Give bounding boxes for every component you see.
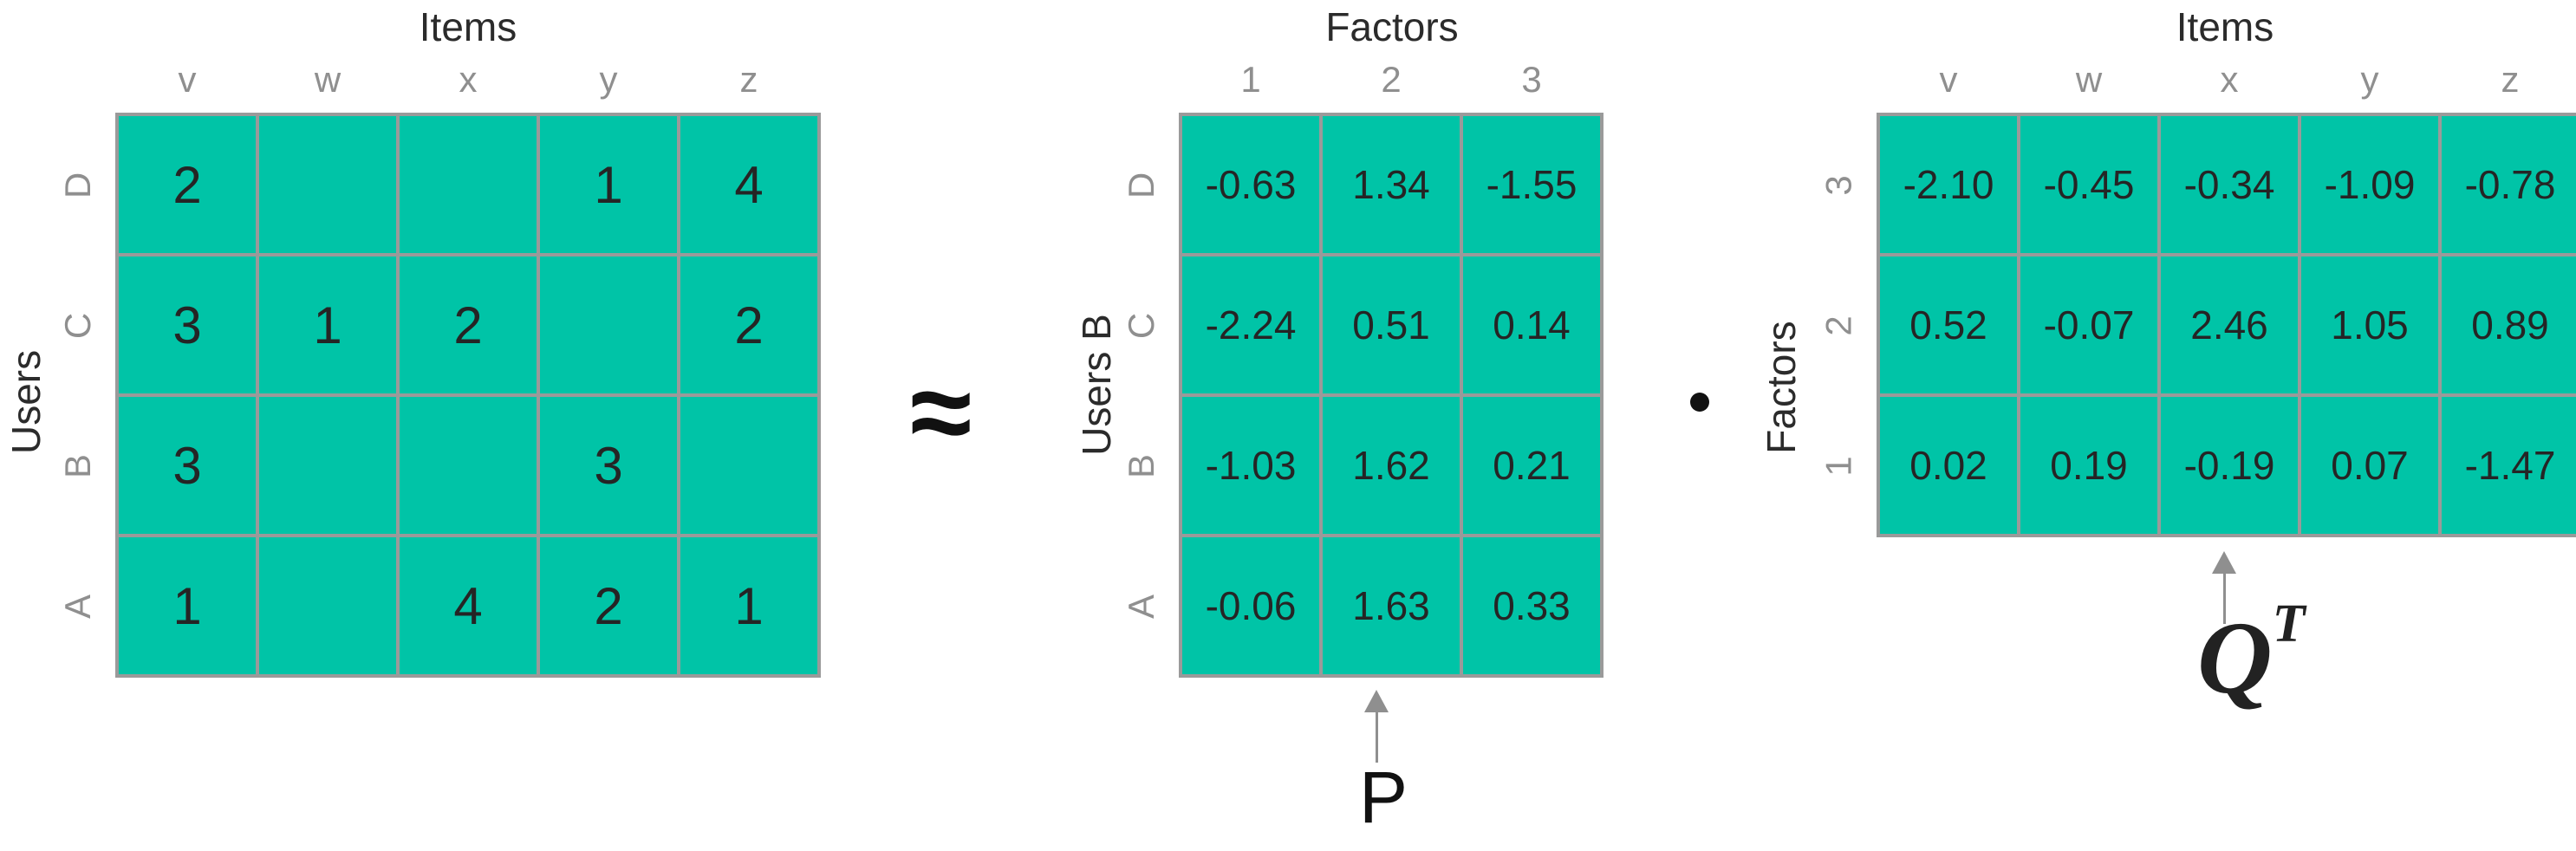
p-matrix-title: Factors <box>1325 4 1459 49</box>
q-matrix-cell: -0.34 <box>2161 116 2298 253</box>
q-matrix-column-label: z <box>2501 59 2520 100</box>
dot-product-symbol <box>1690 393 1709 412</box>
rating-matrix-row-label-text: B <box>56 453 98 479</box>
rating-matrix-cell: 2 <box>119 116 256 253</box>
q-matrix-cell: -0.78 <box>2442 116 2576 253</box>
q-matrix-name: Q <box>2197 600 2273 715</box>
q-matrix-column-label: w <box>2075 59 2103 100</box>
rating-matrix-cell <box>540 257 677 393</box>
q-matrix-cell: -0.07 <box>2020 257 2157 393</box>
p-matrix-cell: 0.33 <box>1463 537 1600 674</box>
rating-matrix-row-label-text: A <box>56 594 98 620</box>
q-matrix-column-label: x <box>2220 59 2239 100</box>
rating-matrix-cell: 2 <box>680 257 817 393</box>
rating-matrix-cell <box>400 116 537 253</box>
rating-matrix-column-label: y <box>599 59 618 100</box>
p-matrix-row-label: D <box>1103 116 1181 255</box>
p-matrix-cell: -1.55 <box>1463 116 1600 253</box>
p-matrix-row-label-text: D <box>1121 172 1161 199</box>
q-matrix-cell: -0.19 <box>2161 397 2298 534</box>
p-matrix-column-label: 1 <box>1240 59 1261 100</box>
rating-matrix-cell: 4 <box>680 116 817 253</box>
rating-matrix-cell <box>259 397 396 534</box>
q-matrix-row-label: 3 <box>1800 116 1878 255</box>
rating-matrix-cell <box>259 537 396 674</box>
rating-matrix-cell: 1 <box>259 257 396 393</box>
q-matrix-cell: -1.47 <box>2442 397 2576 534</box>
rating-matrix-row-label-text: C <box>57 312 98 340</box>
rating-matrix-cell: 2 <box>400 257 537 393</box>
rating-matrix-column-label: v <box>178 59 197 100</box>
q-transpose-superscript: T <box>2272 594 2306 653</box>
rating-matrix-row-label: A <box>39 537 117 676</box>
p-matrix-cell: 1.62 <box>1323 397 1460 534</box>
p-matrix-cell: 1.63 <box>1323 537 1460 674</box>
rating-matrix-cell <box>259 116 396 253</box>
p-matrix-cell: 0.51 <box>1323 257 1460 393</box>
q-matrix-column-label: v <box>1939 59 1958 100</box>
rating-matrix-cell: 1 <box>680 537 817 674</box>
p-matrix-column-label: 3 <box>1521 59 1542 100</box>
p-arrow-line <box>1376 706 1378 763</box>
q-matrix-cell: -0.45 <box>2020 116 2157 253</box>
rating-matrix-column-label: z <box>739 59 758 100</box>
p-matrix-cell: -2.24 <box>1182 257 1319 393</box>
p-matrix-cell: -1.03 <box>1182 397 1319 534</box>
p-matrix-cell: 1.34 <box>1323 116 1460 253</box>
q-matrix-row-label: 2 <box>1800 257 1878 395</box>
p-matrix-column-label: 2 <box>1381 59 1402 100</box>
p-matrix-name: P <box>1359 757 1408 838</box>
q-matrix-cell: 0.19 <box>2020 397 2157 534</box>
rating-matrix-title: Items <box>419 4 517 49</box>
rating-matrix-cell: 1 <box>119 537 256 674</box>
rating-matrix-cell: 3 <box>540 397 677 534</box>
rating-matrix-cell <box>400 397 537 534</box>
rating-matrix-row-label: C <box>39 257 117 395</box>
approx-symbol: ≈ <box>910 348 973 475</box>
p-matrix-row-label-text: A <box>1120 594 1161 620</box>
rating-matrix-row-label: D <box>39 116 117 255</box>
q-matrix-title: Items <box>2176 4 2274 49</box>
q-matrix-row-label-text: 3 <box>1818 175 1859 196</box>
q-matrix-row-label: 1 <box>1800 397 1878 536</box>
q-arrow-line <box>2223 568 2226 624</box>
p-matrix-cell: -0.63 <box>1182 116 1319 253</box>
rating-matrix-cell <box>680 397 817 534</box>
q-matrix-cell: 2.46 <box>2161 257 2298 393</box>
rating-matrix-column-label: w <box>314 59 342 100</box>
q-matrix-row-axis-label: Factors <box>1759 321 1804 454</box>
q-transpose-name: QT <box>2197 594 2306 718</box>
rating-matrix-cell: 4 <box>400 537 537 674</box>
rating-matrix-row-label-text: D <box>57 172 98 199</box>
p-matrix-cell: 0.21 <box>1463 397 1600 534</box>
q-matrix-cell: 0.02 <box>1880 397 2017 534</box>
p-matrix-row-label-text: C <box>1121 312 1161 340</box>
q-matrix-cell: -2.10 <box>1880 116 2017 253</box>
q-matrix-column-label: y <box>2360 59 2379 100</box>
rating-matrix-cell: 1 <box>540 116 677 253</box>
rating-matrix-cell: 3 <box>119 257 256 393</box>
p-matrix-cell: 0.14 <box>1463 257 1600 393</box>
p-matrix-row-label-text: B <box>1120 453 1161 479</box>
rating-matrix-column-label: x <box>459 59 478 100</box>
q-matrix-cell: -1.09 <box>2301 116 2438 253</box>
q-matrix-cell: 0.07 <box>2301 397 2438 534</box>
rating-matrix-cell: 3 <box>119 397 256 534</box>
q-matrix-row-label-text: 2 <box>1818 315 1859 336</box>
p-matrix-cell: -0.06 <box>1182 537 1319 674</box>
q-matrix-row-label-text: 1 <box>1818 456 1859 477</box>
p-matrix-row-axis-label: Users B <box>1074 314 1119 456</box>
rating-matrix-cell: 2 <box>540 537 677 674</box>
q-matrix-cell: 0.89 <box>2442 257 2576 393</box>
q-matrix-cell: 0.52 <box>1880 257 2017 393</box>
p-matrix-row-label: A <box>1103 537 1181 676</box>
rating-matrix-row-label: B <box>39 397 117 536</box>
q-matrix-cell: 1.05 <box>2301 257 2438 393</box>
rating-matrix-row-axis-label: Users <box>3 349 49 454</box>
